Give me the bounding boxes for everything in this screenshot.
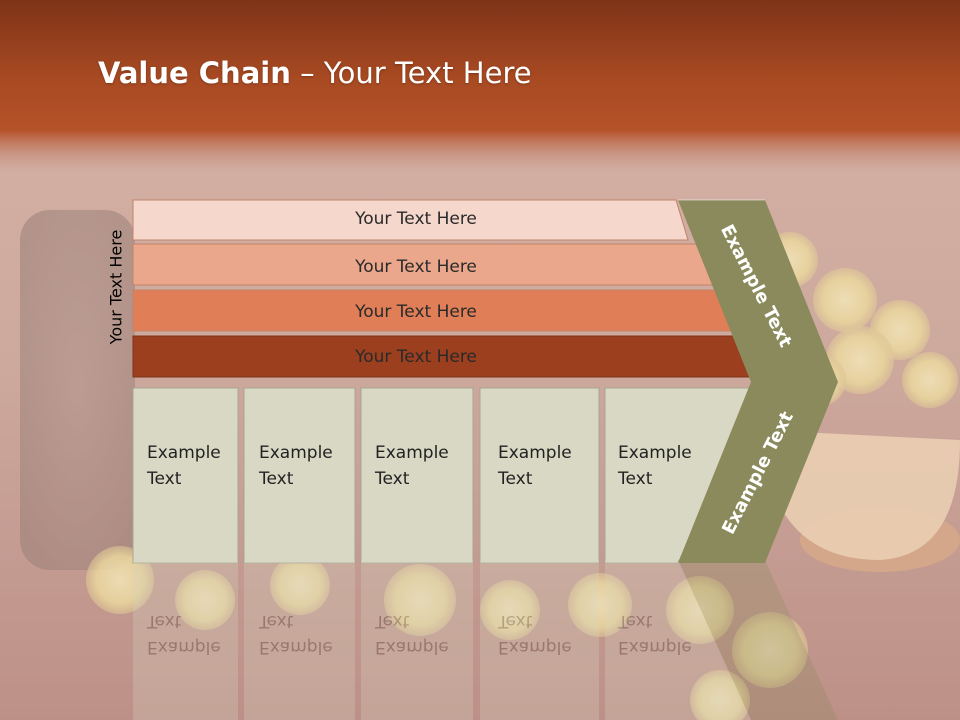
- reflection-shapes: [133, 560, 838, 720]
- box-1-line2: Text: [147, 469, 182, 489]
- box-3-line1: Example: [375, 443, 449, 463]
- box-2-line1: Example: [259, 443, 333, 463]
- reflection-mirror: Example Text Example Text Example Text Exam…: [0, 560, 960, 720]
- title-rest: – Your Text Here: [290, 56, 532, 90]
- box-4[interactable]: [479, 387, 600, 564]
- refl-box-1-line1: Example: [147, 637, 221, 657]
- box-3-line2: Text: [375, 469, 410, 489]
- box-2[interactable]: [243, 387, 356, 564]
- box-5-line1: Example: [618, 443, 692, 463]
- refl-box-5-line2: Text: [618, 611, 653, 631]
- box-5-line2: Text: [618, 469, 653, 489]
- refl-box-5-line1: Example: [618, 637, 692, 657]
- refl-box-2: Example Text: [259, 608, 333, 660]
- bar-label-1: Your Text Here: [355, 209, 477, 229]
- refl-box-4: Example Text: [498, 608, 572, 660]
- chevron-arrow[interactable]: [678, 200, 838, 563]
- box-4-line1: Example: [498, 443, 572, 463]
- refl-box-3: Example Text: [375, 608, 449, 660]
- box-3[interactable]: [360, 387, 474, 564]
- refl-box-2-line1: Example: [259, 637, 333, 657]
- refl-box-3-line1: Example: [375, 637, 449, 657]
- refl-box-5: Example Text: [618, 608, 692, 660]
- bar-label-4: Your Text Here: [355, 347, 477, 367]
- box-2-line2: Text: [259, 469, 294, 489]
- bar-label-2: Your Text Here: [355, 257, 477, 277]
- reflection: Example Text Example Text Example Text Exam…: [0, 560, 960, 720]
- bar-label-3: Your Text Here: [355, 302, 477, 322]
- box-1[interactable]: [132, 387, 239, 564]
- refl-box-4-line1: Example: [498, 637, 572, 657]
- refl-box-4-line2: Text: [498, 611, 533, 631]
- refl-box-1: Example Text: [147, 608, 221, 660]
- refl-box-2-line2: Text: [259, 611, 294, 631]
- box-4-line2: Text: [498, 469, 533, 489]
- refl-box-1-line2: Text: [147, 611, 182, 631]
- slide-title: Value Chain – Your Text Here: [98, 56, 532, 90]
- refl-box-3-line2: Text: [375, 611, 410, 631]
- title-bold: Value Chain: [98, 56, 291, 90]
- bar-1[interactable]: [132, 199, 689, 241]
- box-1-line1: Example: [147, 443, 221, 463]
